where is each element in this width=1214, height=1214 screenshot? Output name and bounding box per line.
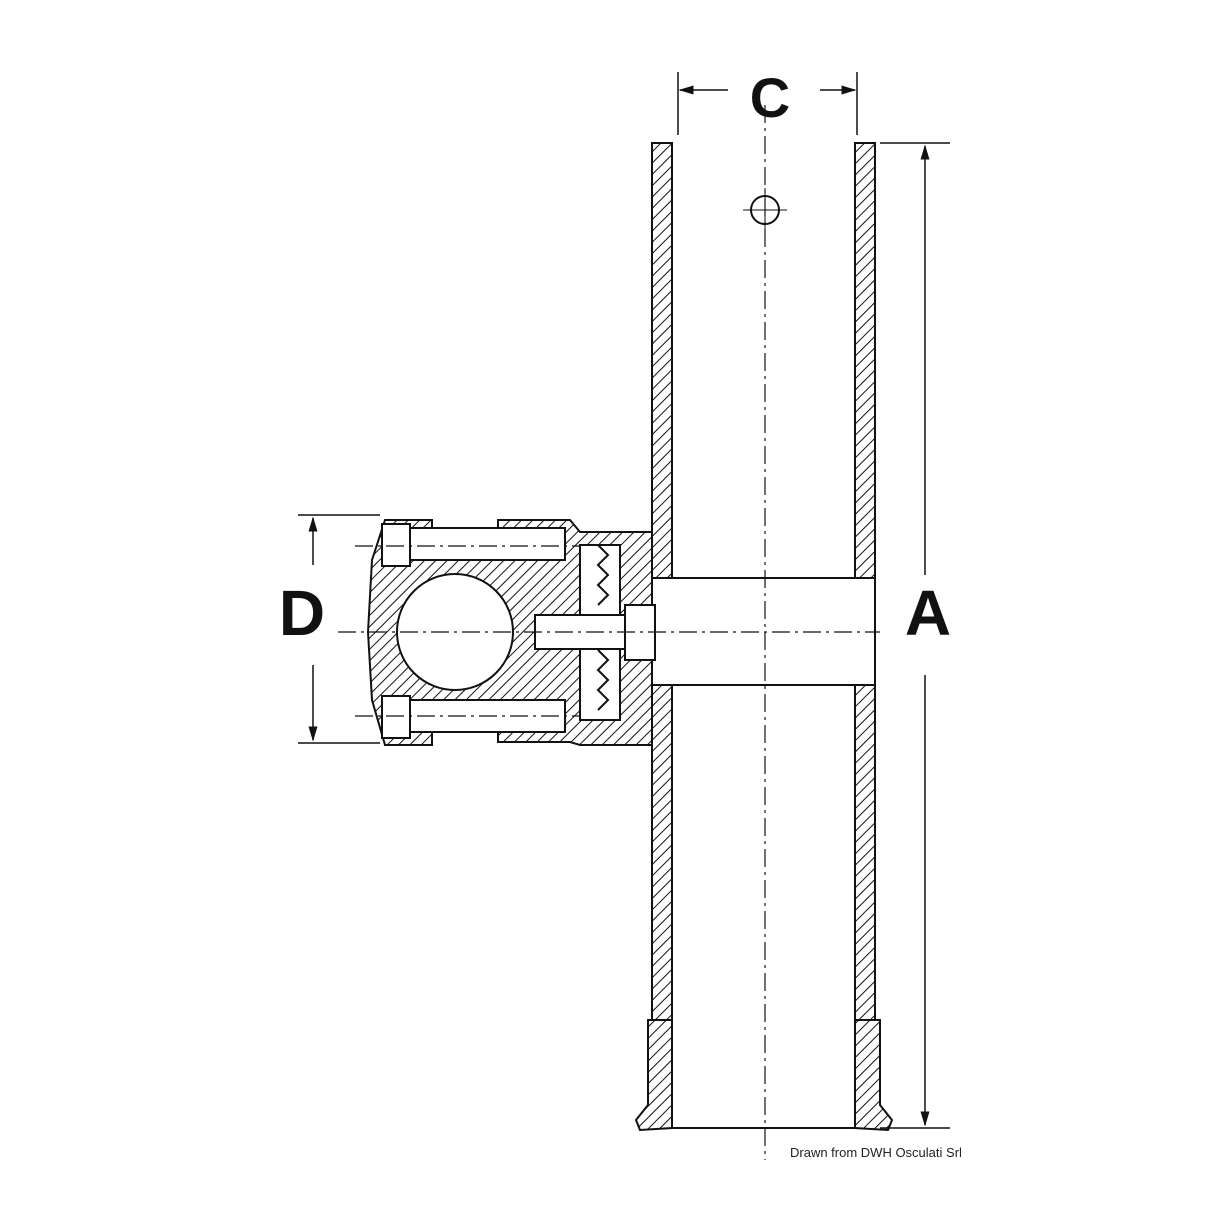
dimension-c — [677, 72, 858, 135]
dimension-label-c: C — [750, 66, 790, 129]
dimension-a — [880, 142, 950, 1129]
dimension-d — [298, 514, 380, 744]
dimension-label-d: D — [279, 577, 325, 649]
tube-bottom-flare-left — [634, 1019, 673, 1132]
bolt-head-bottom — [381, 695, 411, 739]
drawing-credit: Drawn from DWH Osculati Srl — [790, 1145, 962, 1160]
dimension-label-a: A — [905, 577, 951, 649]
tube-bottom-flare-right — [854, 1019, 894, 1132]
bolt-head-top — [381, 523, 411, 567]
